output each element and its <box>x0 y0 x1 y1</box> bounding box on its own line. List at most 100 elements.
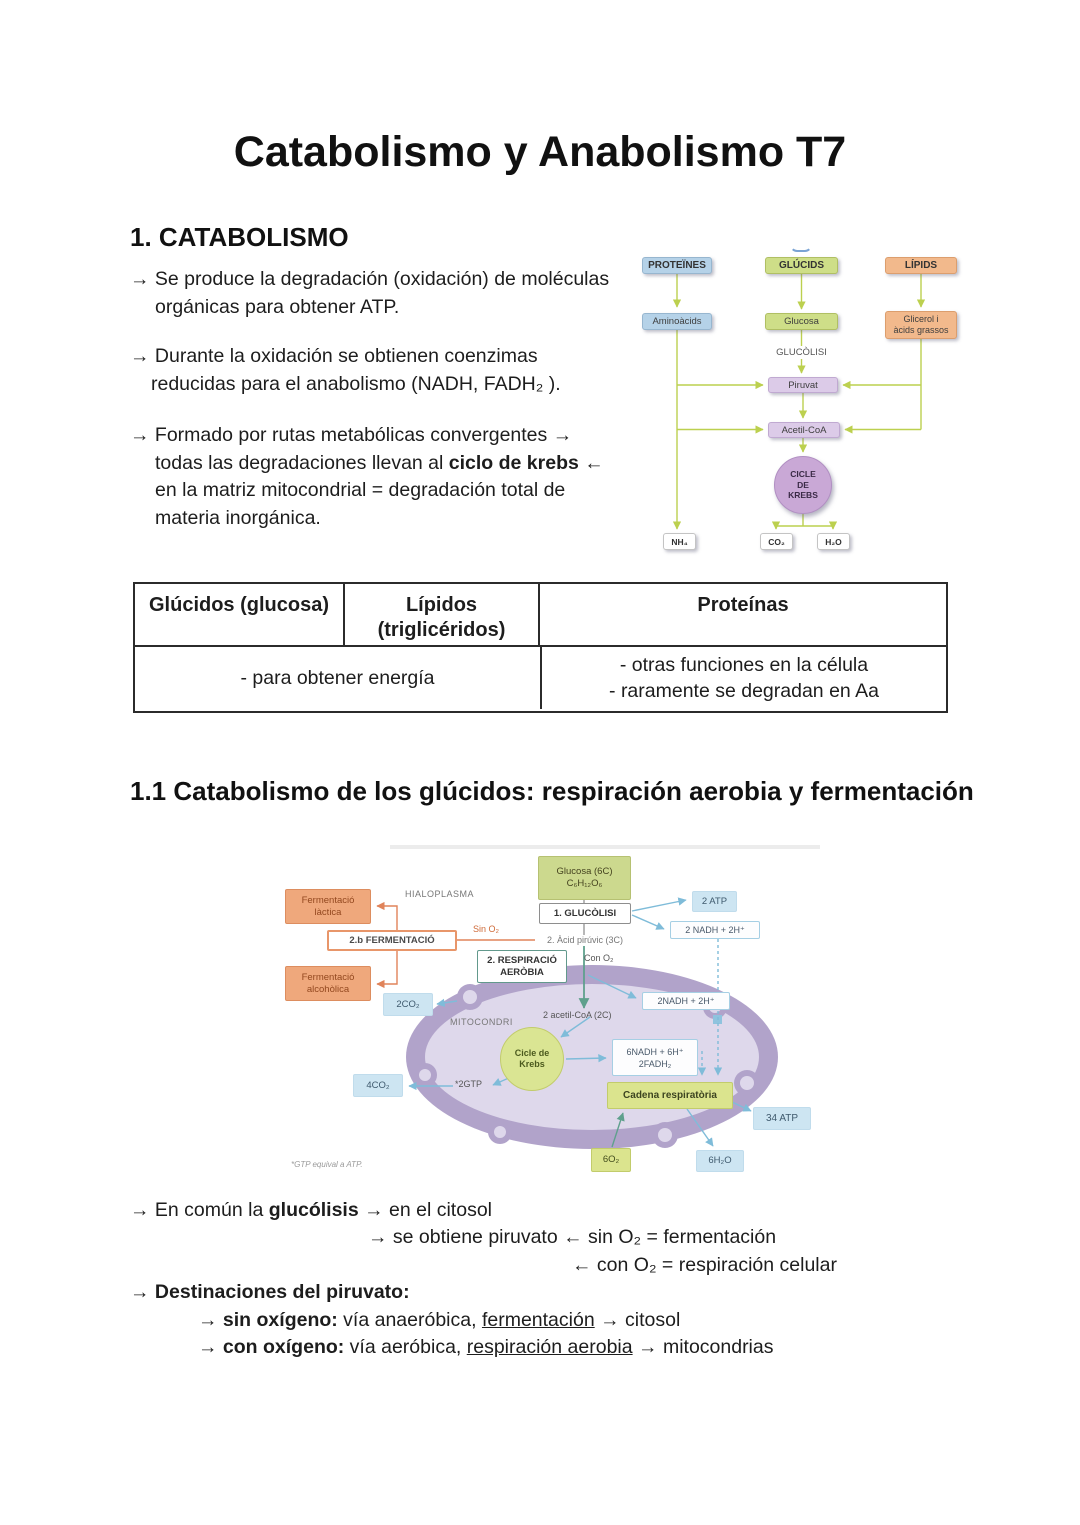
note-con-oxigeno-bold: con oxígeno: <box>222 1336 345 1358</box>
header-lipidos-line-1: Lípidos <box>405 594 478 616</box>
node-glicerol-line-1: Glicerol i <box>903 314 939 324</box>
bullet-3-line-3: en la matriz mitocondrial = degradación … <box>155 479 566 501</box>
node-lipids: LÍPIDS <box>885 257 957 274</box>
node-2co2: 2CO₂ <box>383 993 433 1016</box>
node-6nadh-2fadh2: 6NADH + 6H⁺ 2FADH₂ <box>612 1039 698 1076</box>
nadh6-line-1: 6NADH + 6H⁺ <box>626 1046 684 1057</box>
note-glucolisis-post: → en el citosol <box>358 1199 492 1221</box>
node-cicle-de-krebs: CICLE DE KREBS <box>774 456 832 514</box>
bullet-1: → Se produce la degradación (oxidación) … <box>130 266 609 321</box>
header-lipidos: Lípidos (triglicéridos) <box>345 584 540 645</box>
label-2gtp: *2GTP <box>455 1079 483 1089</box>
note-destinaciones-bold: Destinaciones del piruvato: <box>154 1281 410 1303</box>
krebs2-line-2: Krebs <box>519 1059 545 1069</box>
flowchart-lines <box>672 274 926 530</box>
node-glucosa: Glucosa <box>765 313 838 330</box>
note-sin-oxigeno-underline: fermentación <box>481 1309 595 1331</box>
ferm-lactica-line-2: làctica <box>314 906 342 918</box>
node-acetilcoa: Acetil-CoA <box>768 422 840 438</box>
note-glucolisis-pre: → En común la <box>130 1199 269 1221</box>
node-nh4: NH₄ <box>663 533 696 550</box>
label-hialoplasma: HIALOPLASMA <box>405 889 475 899</box>
note-sin-oxigeno-mid: vía anaeróbica, <box>337 1309 482 1331</box>
cell-proteinas-line-2: - raramente se degradan en Aa <box>609 680 879 702</box>
header-proteinas: Proteínas <box>697 594 789 616</box>
label-acid-piruvic: 2. Àcid pirúvic (3C) <box>547 935 624 945</box>
bullet-3: → Formado por rutas metabólicas converge… <box>130 422 604 532</box>
bullet-1-line-1: → Se produce la degradación (oxidación) … <box>130 268 610 290</box>
node-glicerol: Glicerol i àcids grassos <box>885 311 957 339</box>
node-2nadh: 2 NADH + 2H⁺ <box>670 921 760 939</box>
node-glicerol-line-2: àcids grassos <box>893 325 949 335</box>
node-respiracio-aerobia: 2. RESPIRACIÓ AERÒBIA <box>477 950 567 983</box>
note-sin-oxigeno-arrow: → <box>198 1309 223 1331</box>
node-proteines: PROTEÏNES <box>642 257 712 274</box>
note-destinaciones: → Destinaciones del piruvato: <box>130 1279 410 1307</box>
diagram-glucids-catabolism: Glucosa (6C) C₆H₁₂O₆ HIALOPLASMA Ferment… <box>285 845 825 1185</box>
section-1-heading: 1. CATABOLISMO <box>130 222 349 252</box>
cell-proteinas-funciones: - otras funciones en la célula - raramen… <box>542 647 946 709</box>
bullet-3-line-2-post: ← <box>578 451 604 474</box>
note-con-oxigeno-underline: respiración aerobia <box>466 1336 633 1358</box>
cropped-strip-decoration <box>390 845 820 849</box>
glucosa-line-2: C₆H₁₂O₆ <box>566 878 603 889</box>
section-1-1-heading: 1.1 Catabolismo de los glúcidos: respira… <box>130 776 974 806</box>
bullet-3-line-2: todas las degradaciones llevan al ciclo … <box>130 450 604 478</box>
macromolecules-table: Glúcidos (glucosa) Lípidos (triglicérido… <box>133 582 948 713</box>
label-sin-o2: Sin O₂ <box>473 924 500 934</box>
bullet-2-line-2: reducidas para el anabolismo (NADH, FADH… <box>151 372 561 395</box>
bullet-3-line-4: materia inorgánica. <box>155 506 321 529</box>
label-glucolisi: GLUCÒLISI <box>765 346 838 359</box>
bullet-3-line-1: → Formado por rutas metabólicas converge… <box>130 424 573 446</box>
node-fermentacio-lactica: Fermentació làctica <box>285 889 371 924</box>
node-aminoacids: Aminoàcids <box>642 313 712 330</box>
table-header-row: Glúcidos (glucosa) Lípidos (triglicérido… <box>135 584 946 647</box>
note-con-oxigeno: → con oxígeno: vía aeróbica, respiración… <box>198 1334 774 1362</box>
node-glucosa-6c: Glucosa (6C) C₆H₁₂O₆ <box>538 856 631 900</box>
cell-proteinas-line-1: - otras funciones en la célula <box>619 654 869 676</box>
respiracio-line-2: AERÒBIA <box>500 966 544 978</box>
ferm-lactica-line-1: Fermentació <box>301 894 355 906</box>
header-lipidos-line-2: (triglicéridos) <box>377 619 506 641</box>
krebs-line-1: CICLE <box>790 469 816 480</box>
node-fermentacio-step: 2.b FERMENTACIÓ <box>327 930 457 951</box>
glucosa-line-1: Glucosa (6C) <box>556 866 613 877</box>
note-glucolisis-bold: glucólisis <box>268 1199 359 1221</box>
node-2atp: 2 ATP <box>692 891 737 912</box>
krebs2-line-1: Cicle de <box>514 1048 550 1058</box>
bullet-3-line-2-bold: ciclo de krebs <box>448 451 579 474</box>
node-4co2: 4CO₂ <box>353 1074 403 1097</box>
krebs-line-2: DE <box>797 479 809 490</box>
node-piruvat: Piruvat <box>768 377 838 393</box>
page-title: Catabolismo y Anabolismo T7 <box>233 128 847 176</box>
note-con-oxigeno-post: → mitocondrias <box>632 1336 774 1358</box>
node-cicle-krebs-2: Cicle de Krebs <box>500 1027 564 1091</box>
note-sin-oxigeno-post: → citosol <box>594 1309 681 1331</box>
ferm-alcoholica-line-1: Fermentació <box>301 971 355 983</box>
cropped-arc-decoration <box>790 245 812 252</box>
header-glucidos: Glúcidos (glucosa) <box>135 584 345 645</box>
note-sin-oxigeno: → sin oxígeno: vía anaeróbica, fermentac… <box>198 1307 680 1335</box>
footnote-gtp: *GTP equival a ATP. <box>291 1160 363 1169</box>
node-6h2o: 6H₂O <box>696 1150 744 1172</box>
node-co2: CO₂ <box>760 533 793 550</box>
cell-energia: - para obtener energía <box>135 647 542 709</box>
note-respiracion: ← con O₂ = respiración celular <box>572 1254 837 1276</box>
label-mitocondri: MITOCONDRI <box>450 1017 513 1027</box>
node-h2o: H₂O <box>817 533 850 550</box>
node-2nadh-mito: 2NADH + 2H⁺ <box>642 992 730 1010</box>
diagram-catabolism-flowchart: PROTEÏNES GLÚCIDS LÍPIDS Aminoàcids Gluc… <box>630 245 965 565</box>
krebs-line-3: KREBS <box>788 490 818 501</box>
bullet-2: → Durante la oxidación se obtienen coenz… <box>130 343 561 398</box>
note-destinaciones-pre: → <box>130 1281 155 1303</box>
nadh6-line-2: 2FADH₂ <box>638 1058 672 1069</box>
label-2acetilcoa: 2 acetil-CoA (2C) <box>543 1010 612 1020</box>
node-glucids: GLÚCIDS <box>765 257 838 274</box>
note-con-oxigeno-arrow: → <box>198 1336 223 1358</box>
table-body-row: - para obtener energía - otras funciones… <box>135 647 946 709</box>
respiracio-line-1: 2. RESPIRACIÓ <box>487 954 557 966</box>
node-fermentacio-alcoholica: Fermentació alcohòlica <box>285 966 371 1001</box>
bullet-1-line-2: orgánicas para obtener ATP. <box>155 295 400 318</box>
node-6o2: 6O₂ <box>591 1148 631 1172</box>
